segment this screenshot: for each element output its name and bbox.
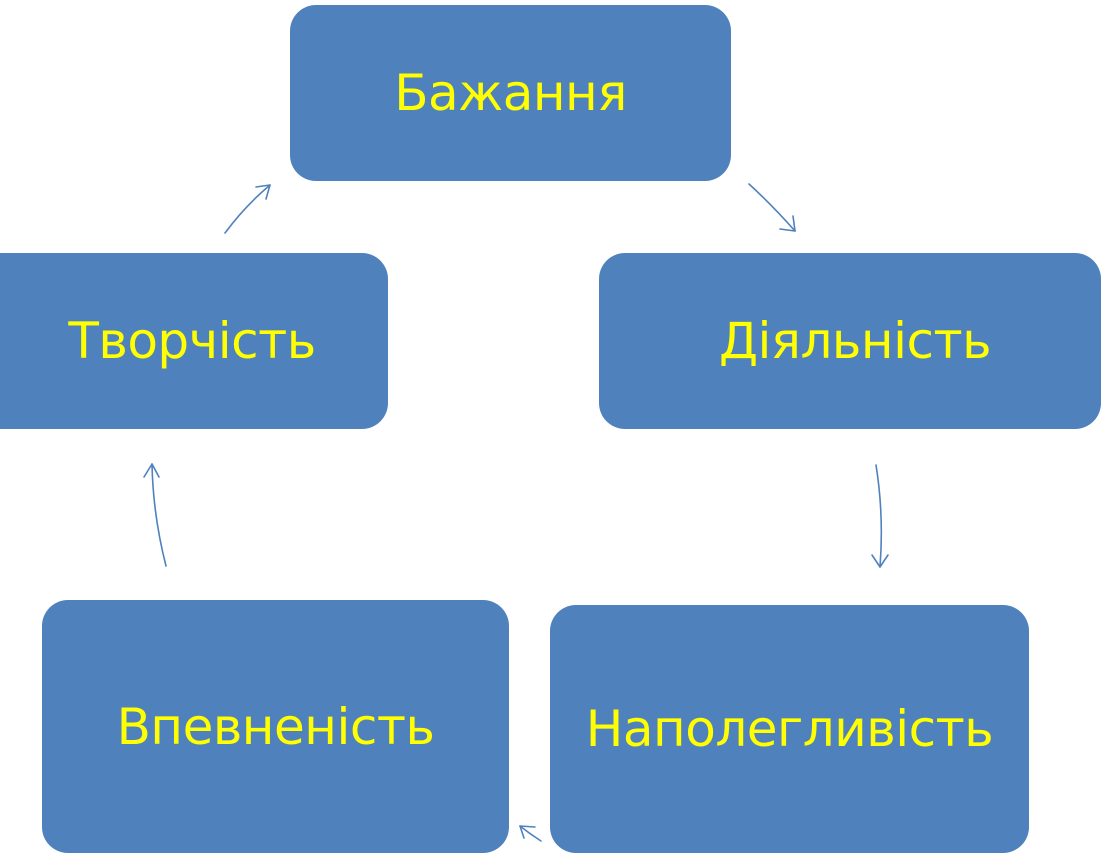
node-tvorchist: Творчість: [0, 253, 388, 429]
node-label-diialnist: Діяльність: [718, 312, 992, 370]
node-napolehlyvist: Наполегливість: [550, 605, 1029, 853]
arrow-shaft: [748, 183, 796, 232]
node-label-vpevnenist: Впевненість: [116, 697, 435, 756]
node-bazhannia: Бажання: [290, 5, 731, 181]
arrow-bazhannia-to-diialnist: [748, 183, 796, 232]
node-label-tvorchist: Творчість: [68, 312, 316, 370]
arrow-shaft: [519, 825, 542, 842]
arrow-head: [871, 554, 889, 568]
arrow-napolehlyvist-to-vpevnenist: [519, 825, 542, 842]
arrow-head: [255, 184, 271, 200]
arrow-shaft: [875, 464, 883, 568]
arrow-diialnist-to-napolehlyvist: [871, 464, 889, 568]
node-vpevnenist: Впевненість: [42, 600, 509, 853]
arrow-head: [143, 463, 160, 478]
arrow-tvorchist-to-bazhannia: [224, 184, 271, 234]
node-diialnist: Діяльність: [599, 253, 1101, 429]
arrow-vpevnenist-to-tvorchist: [143, 463, 167, 567]
arrow-shaft: [151, 463, 167, 567]
node-label-bazhannia: Бажання: [394, 64, 627, 122]
node-label-napolehlyvist: Наполегливість: [585, 700, 994, 758]
arrow-shaft: [224, 184, 271, 234]
arrow-head: [779, 215, 796, 232]
arrow-head: [519, 825, 536, 839]
